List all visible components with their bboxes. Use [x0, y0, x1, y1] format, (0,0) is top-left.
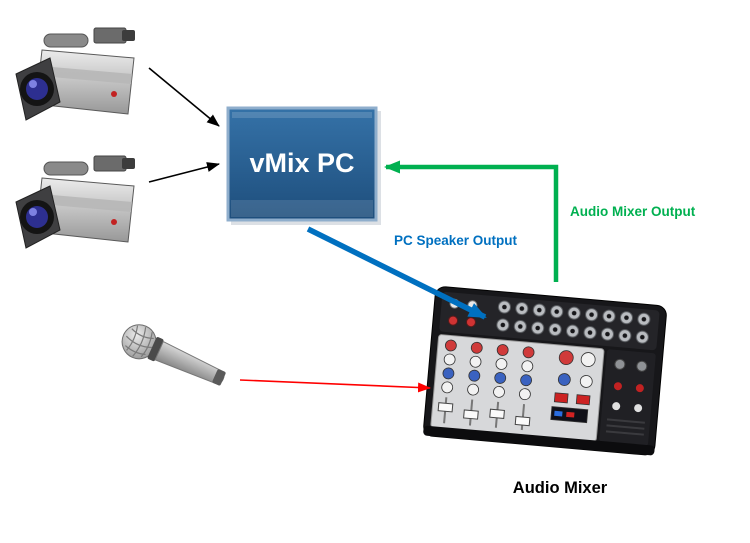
mixer-knobs — [441, 339, 535, 401]
mixer-side-panel — [599, 349, 656, 446]
pc-speaker-output-label: PC Speaker Output — [394, 233, 518, 248]
mic-to-mixer-arrow — [239, 379, 431, 393]
video-camera-1-icon — [15, 27, 136, 121]
microphone-icon — [121, 324, 226, 386]
audio-mixer-caption: Audio Mixer — [513, 479, 608, 497]
camera2-to-vmix-arrow — [148, 162, 220, 183]
mixer-master-section — [550, 350, 596, 424]
audio-mixer-output-label: Audio Mixer Output — [570, 204, 696, 219]
audio-mixer-output-arrow — [384, 160, 559, 282]
mixer-faders — [437, 397, 531, 431]
mixer-face — [430, 334, 605, 442]
vmix-pc-box: vMix PC — [226, 106, 381, 225]
camera1-to-vmix-arrow — [148, 67, 220, 127]
video-camera-2-icon — [15, 155, 136, 249]
vmix-pc-label: vMix PC — [249, 148, 354, 178]
pc-speaker-output-arrow — [306, 226, 487, 320]
audio-mixer-icon — [423, 286, 667, 456]
